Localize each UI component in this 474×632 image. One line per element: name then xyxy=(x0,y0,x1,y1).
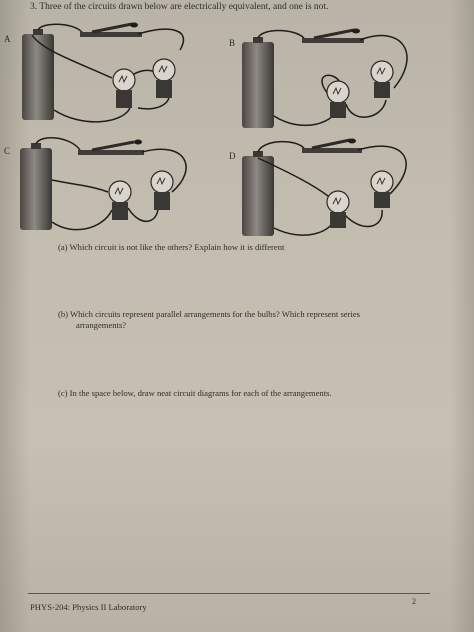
bulb-icon xyxy=(326,80,350,118)
circuit-b-drawing xyxy=(242,28,408,128)
bulb-icon xyxy=(108,180,132,220)
switch-icon xyxy=(80,22,142,37)
footer-divider xyxy=(28,593,430,594)
bulb-icon xyxy=(370,170,394,208)
battery-icon xyxy=(22,29,54,120)
circuit-d-drawing xyxy=(242,138,407,236)
bulb-icon xyxy=(326,190,350,228)
question-part-c: (c) In the space below, draw neat circui… xyxy=(58,388,332,398)
circuit-c-drawing xyxy=(20,137,187,231)
bulb-icon xyxy=(370,60,394,98)
question-part-b-line1: (b) Which circuits represent parallel ar… xyxy=(58,309,361,319)
battery-icon xyxy=(242,151,274,236)
switch-icon xyxy=(302,138,362,153)
question-title: 3. Three of the circuits drawn below are… xyxy=(30,2,329,12)
circuit-a-drawing xyxy=(22,22,185,123)
circuit-label-d: D xyxy=(229,151,236,161)
question-part-b-line2: arrangements? xyxy=(76,320,127,330)
bulb-icon xyxy=(150,170,174,210)
switch-icon xyxy=(302,28,364,43)
battery-icon xyxy=(20,143,52,230)
question-part-a: (a) Which circuit is not like the others… xyxy=(58,242,285,252)
page-number: 2 xyxy=(412,597,416,606)
battery-icon xyxy=(242,37,274,128)
page-shadow-right xyxy=(450,0,474,632)
switch-icon xyxy=(78,139,144,155)
bulb-icon xyxy=(152,58,176,98)
bulb-icon xyxy=(112,68,136,108)
footer-course: PHYS-204: Physics II Laboratory xyxy=(30,602,147,612)
circuit-label-c: C xyxy=(4,146,11,156)
circuit-label-a: A xyxy=(4,34,11,44)
circuit-label-b: B xyxy=(229,38,236,48)
